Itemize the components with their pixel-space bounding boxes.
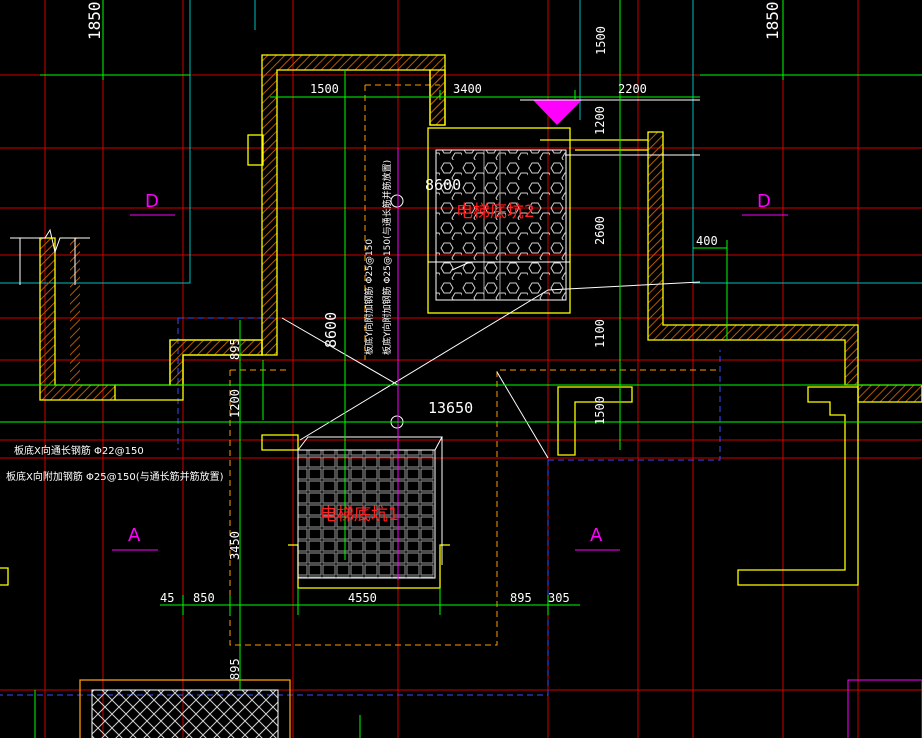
dim-1500-top: 1500	[594, 26, 608, 55]
magenta-outline	[847, 679, 922, 738]
dim-895-a: 895	[228, 338, 242, 360]
dim-400: 400	[696, 234, 718, 248]
dim-8600-a: 8600	[425, 176, 461, 194]
note-y-add-2: 板底Y向附加钢筋 Φ25@150	[363, 239, 375, 355]
dim-1500-a: 1500	[310, 82, 339, 96]
note-x-add: 板底X向附加钢筋 Φ25@150(与通长筋并筋放置)	[6, 470, 224, 483]
section-marks: D D A A	[112, 191, 788, 551]
dim-850: 850	[193, 591, 215, 605]
pit-1-label: 电梯底坑1	[320, 505, 399, 525]
dim-4550: 4550	[348, 591, 377, 605]
dim-1850-left: 1850	[85, 1, 104, 40]
elevator-pit-1	[297, 436, 443, 579]
section-mark-d-right: D	[757, 191, 771, 212]
pit-2-label: 电梯底坑2	[456, 202, 535, 222]
dim-8600-b: 8600	[322, 312, 340, 348]
elevation-marker	[397, 99, 700, 580]
dim-3450: 3450	[228, 531, 242, 560]
section-mark-d-left: D	[145, 191, 159, 212]
dim-2200: 2200	[618, 82, 647, 96]
dim-1200-mid: 1200	[228, 389, 242, 418]
dim-45: 45	[160, 591, 174, 605]
section-mark-a-right: A	[590, 525, 603, 546]
dim-895-b: 895	[510, 591, 532, 605]
note-x-long: 板底X向通长钢筋 Φ22@150	[14, 444, 144, 457]
dim-2600: 2600	[593, 216, 607, 245]
dim-1200-top: 1200	[593, 106, 607, 135]
wall-outlines	[0, 54, 922, 589]
wall-upper-shaft	[261, 54, 446, 356]
section-mark-a-left: A	[128, 525, 141, 546]
wall-right	[647, 131, 859, 386]
leader-lines	[281, 154, 701, 459]
dim-305: 305	[548, 591, 570, 605]
dim-13650: 13650	[428, 399, 473, 417]
elevator-pit-2	[427, 127, 571, 314]
note-y-add-1: 板底Y向附加钢筋 Φ25@150(与通长筋并筋放置)	[381, 160, 393, 355]
dim-1500-b: 1500	[593, 396, 607, 425]
dim-1850-right: 1850	[763, 1, 782, 40]
dimension-texts: 1850 1850 1500 1500 3400 2200 1200 8600 …	[85, 1, 782, 680]
dim-3400: 3400	[453, 82, 482, 96]
break-line-symbol	[10, 228, 90, 285]
rebar-notes: 板底X向通长钢筋 Φ22@150 板底X向附加钢筋 Φ25@150(与通长筋并筋…	[6, 160, 393, 483]
room-bottom-left	[79, 679, 291, 738]
dim-1100: 1100	[593, 319, 607, 348]
dim-895-c: 895	[228, 658, 242, 680]
